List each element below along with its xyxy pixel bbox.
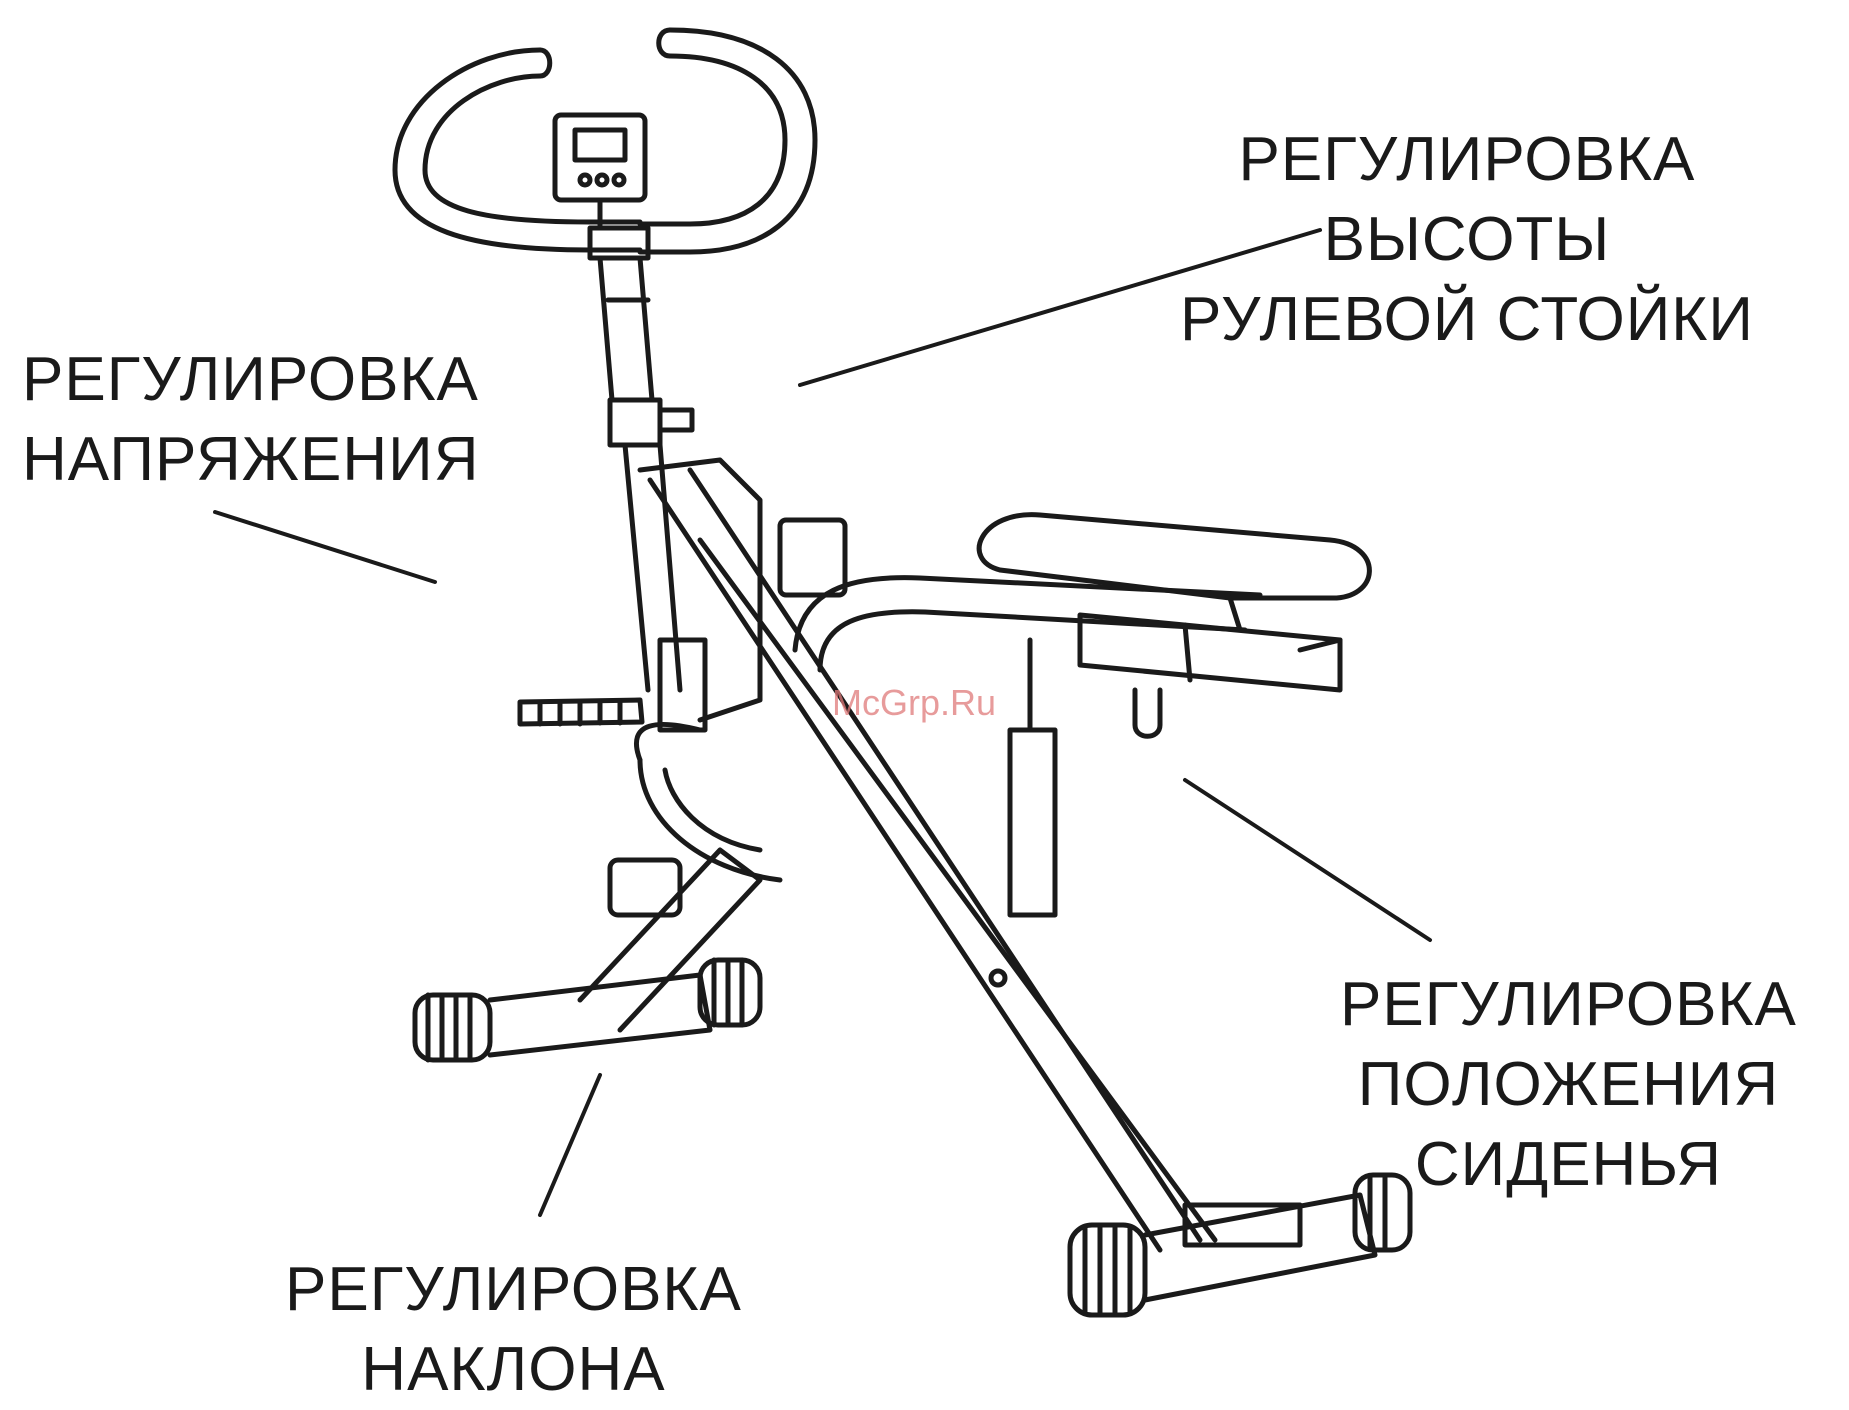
console-display xyxy=(555,115,645,225)
steering-post xyxy=(590,228,705,730)
label-line: ВЫСОТЫ xyxy=(1180,200,1754,280)
tension-knob xyxy=(520,700,642,724)
handlebar xyxy=(395,30,815,252)
label-seat-position: РЕГУЛИРОВКА ПОЛОЖЕНИЯ СИДЕНЬЯ xyxy=(1340,965,1797,1205)
label-line: НАПРЯЖЕНИЯ xyxy=(22,420,479,500)
label-tension: РЕГУЛИРОВКА НАПРЯЖЕНИЯ xyxy=(22,340,479,500)
seat-cushion xyxy=(979,515,1369,630)
label-steering-height: РЕГУЛИРОВКА ВЫСОТЫ РУЛЕВОЙ СТОЙКИ xyxy=(1180,120,1754,360)
label-line: РЕГУЛИРОВКА xyxy=(22,340,479,420)
label-line: РЕГУЛИРОВКА xyxy=(1340,965,1797,1045)
leader-line-incline xyxy=(540,1075,600,1215)
label-line: СИДЕНЬЯ xyxy=(1340,1125,1797,1205)
leader-line-tension xyxy=(215,512,435,582)
front-stabilizer xyxy=(415,850,760,1060)
leader-line-seat-position xyxy=(1185,780,1430,940)
label-line: РЕГУЛИРОВКА xyxy=(1180,120,1754,200)
label-line: РУЛЕВОЙ СТОЙКИ xyxy=(1180,280,1754,360)
label-line: НАКЛОНА xyxy=(285,1330,742,1410)
label-incline: РЕГУЛИРОВКА НАКЛОНА xyxy=(285,1250,742,1410)
label-line: ПОЛОЖЕНИЯ xyxy=(1340,1045,1797,1125)
seat-support xyxy=(795,578,1340,915)
watermark: McGrp.Ru xyxy=(832,682,996,724)
label-line: РЕГУЛИРОВКА xyxy=(285,1250,742,1330)
